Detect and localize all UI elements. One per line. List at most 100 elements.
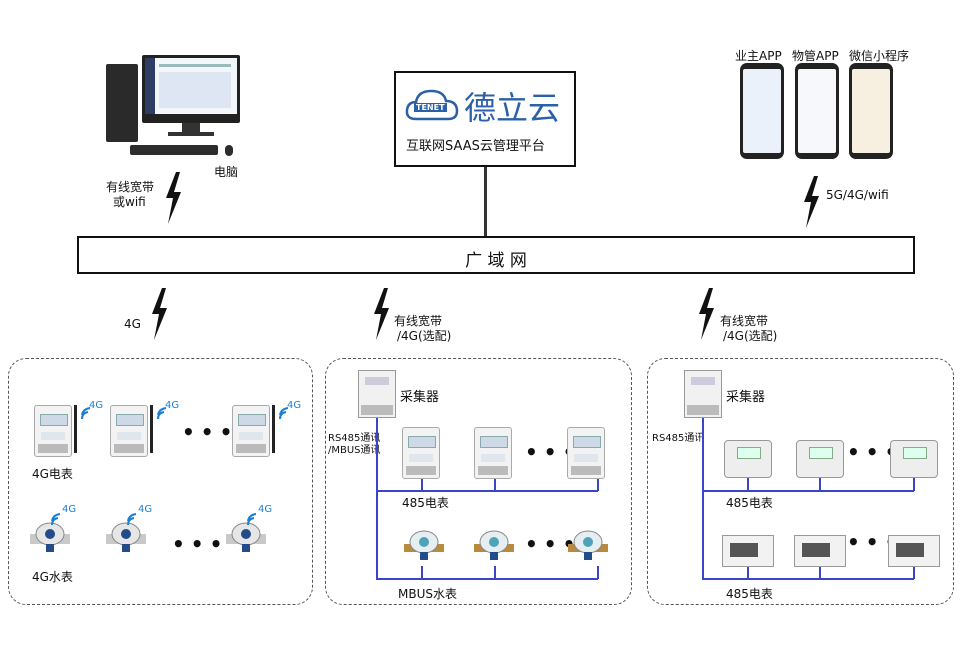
bus-drop bbox=[597, 478, 599, 491]
antenna-icon bbox=[272, 405, 275, 453]
cloud-logo-icon bbox=[405, 89, 459, 121]
monitor-stand bbox=[182, 123, 200, 133]
region2-water-label: MBUS水表 bbox=[398, 587, 457, 601]
wan-label: 广 域 网 bbox=[465, 251, 527, 271]
region3-elec-label-2: 485电表 bbox=[726, 587, 773, 601]
collector-device bbox=[684, 370, 722, 418]
more-dots: ••• bbox=[525, 532, 582, 556]
region3-bus-label: RS485通讯 bbox=[652, 433, 705, 444]
app-label-property: 物管APP bbox=[792, 49, 839, 63]
lightning-icon bbox=[699, 288, 714, 340]
4g-electric-meter bbox=[110, 405, 148, 457]
platform-box: TENET 德立云 互联网SAAS云管理平台 bbox=[394, 71, 576, 167]
multi-channel-meter bbox=[888, 535, 940, 567]
platform-logo-text: TENET bbox=[414, 103, 447, 112]
bus-drop bbox=[913, 478, 915, 491]
bus-line bbox=[702, 578, 914, 580]
din-rail-meter bbox=[890, 440, 938, 478]
region2-bus-label-2: /MBUS通讯 bbox=[328, 445, 381, 456]
4g-badge: 4G bbox=[89, 400, 104, 411]
region3-link-label-2: /4G(选配) bbox=[723, 329, 778, 343]
wan-bar: 广 域 网 bbox=[77, 236, 915, 274]
more-dots: ••• bbox=[172, 532, 229, 556]
more-dots: ••• bbox=[182, 420, 239, 444]
platform-subtitle: 互联网SAAS云管理平台 bbox=[406, 139, 545, 154]
region3-link-label-1: 有线宽带 bbox=[720, 314, 769, 328]
lightning-icon bbox=[166, 172, 181, 224]
app-label-owner: 业主APP bbox=[735, 49, 782, 63]
bus-drop bbox=[819, 566, 821, 579]
4g-water-meter bbox=[226, 522, 266, 552]
computer-monitor bbox=[142, 55, 240, 123]
485-electric-meter bbox=[567, 427, 605, 479]
platform-brand-name: 德立云 bbox=[464, 89, 561, 127]
4g-water-meter bbox=[106, 522, 146, 552]
multi-channel-meter bbox=[794, 535, 846, 567]
phone-property-app bbox=[795, 63, 839, 159]
phone-owner-app bbox=[740, 63, 784, 159]
bus-drop bbox=[421, 478, 423, 491]
bus-line bbox=[702, 490, 914, 492]
4g-water-meter bbox=[30, 522, 70, 552]
region-collector-485-mbus bbox=[325, 358, 632, 605]
region1-link-label: 4G bbox=[124, 317, 141, 331]
485-electric-meter bbox=[474, 427, 512, 479]
lightning-icon bbox=[804, 176, 819, 228]
region3-collector-label: 采集器 bbox=[726, 390, 766, 405]
bus-line bbox=[376, 578, 598, 580]
mouse bbox=[225, 145, 233, 156]
collector-device bbox=[358, 370, 396, 418]
4g-electric-meter bbox=[232, 405, 270, 457]
bus-drop bbox=[747, 478, 749, 491]
4g-badge: 4G bbox=[287, 400, 302, 411]
region-4g bbox=[8, 358, 313, 605]
bus-drop bbox=[494, 566, 496, 579]
computer-label: 电脑 bbox=[214, 165, 239, 179]
platform-connector bbox=[484, 167, 487, 236]
app-label-miniprogram: 微信小程序 bbox=[849, 49, 910, 63]
bus-drop bbox=[494, 478, 496, 491]
4g-badge: 4G bbox=[138, 504, 153, 515]
4g-electric-meter-label: 4G电表 bbox=[32, 467, 73, 481]
mbus-water-meter bbox=[474, 530, 514, 560]
bus-drop bbox=[819, 478, 821, 491]
multi-channel-meter bbox=[722, 535, 774, 567]
region3-elec-label-1: 485电表 bbox=[726, 496, 773, 510]
din-rail-meter bbox=[724, 440, 772, 478]
bus-drop bbox=[913, 566, 915, 579]
wifi-icon bbox=[279, 407, 289, 420]
wifi-icon bbox=[81, 407, 91, 420]
computer-link-label-1: 有线宽带 bbox=[106, 180, 155, 194]
wifi-icon bbox=[51, 513, 61, 526]
region-collector-485 bbox=[647, 358, 954, 605]
monitor-base bbox=[168, 132, 214, 136]
computer-link-label-2: 或wifi bbox=[113, 195, 146, 209]
antenna-icon bbox=[150, 405, 153, 453]
region2-bus-label-1: RS485通讯 bbox=[328, 433, 381, 444]
lightning-icon bbox=[374, 288, 389, 340]
more-dots: ••• bbox=[847, 440, 904, 464]
region2-link-label-2: /4G(选配) bbox=[397, 329, 452, 343]
bus-line bbox=[376, 490, 598, 492]
4g-badge: 4G bbox=[165, 400, 180, 411]
bus-line bbox=[376, 418, 378, 580]
wifi-icon bbox=[247, 513, 257, 526]
4g-badge: 4G bbox=[62, 504, 77, 515]
mobile-link-label: 5G/4G/wifi bbox=[826, 188, 889, 202]
4g-badge: 4G bbox=[258, 504, 273, 515]
mbus-water-meter bbox=[404, 530, 444, 560]
more-dots: ••• bbox=[525, 440, 582, 464]
bus-drop bbox=[421, 566, 423, 579]
region2-collector-label: 采集器 bbox=[400, 390, 440, 405]
wifi-icon bbox=[127, 513, 137, 526]
antenna-icon bbox=[74, 405, 77, 453]
4g-electric-meter bbox=[34, 405, 72, 457]
bus-line bbox=[702, 418, 704, 580]
computer-tower bbox=[106, 64, 138, 142]
bus-drop bbox=[747, 566, 749, 579]
lightning-icon bbox=[152, 288, 167, 340]
monitor-screen bbox=[145, 58, 237, 114]
wifi-icon bbox=[157, 407, 167, 420]
keyboard bbox=[130, 145, 218, 155]
region2-link-label-1: 有线宽带 bbox=[394, 314, 443, 328]
